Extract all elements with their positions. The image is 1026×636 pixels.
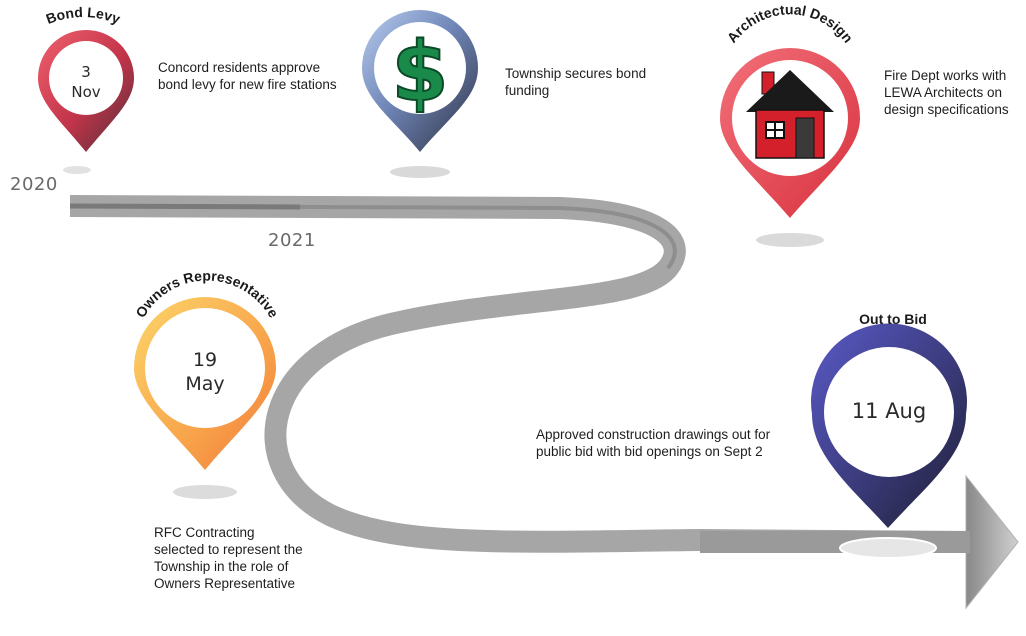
out-to-bid-date: 11 Aug	[851, 399, 927, 423]
pin-shadow	[63, 166, 91, 174]
bond-levy-title: Bond Levy	[44, 4, 123, 27]
owners-rep-month: May	[185, 373, 225, 395]
design-description: Fire Dept works with LEWA Architects on …	[884, 68, 1009, 117]
bond-levy-description: Concord residents approve bond levy for …	[158, 60, 337, 92]
architectural-design-title: Architectual Design	[724, 1, 857, 45]
bond-levy-month: Nov	[71, 83, 101, 101]
pin-out-to-bid	[811, 323, 967, 528]
owners-rep-day: 19	[192, 349, 218, 371]
house-icon	[746, 70, 834, 159]
pin-shadow	[839, 537, 937, 559]
timeline-arrow-head	[965, 474, 1019, 610]
bond-levy-date: 3 Nov	[56, 62, 116, 102]
pin-shadow	[173, 485, 237, 499]
pin-architectural-design	[720, 48, 860, 218]
pin-shadow	[756, 233, 824, 247]
out-to-bid-description: Approved construction drawings out for p…	[536, 427, 771, 459]
bond-levy-day: 3	[81, 63, 91, 81]
owners-rep-date: 19 May	[165, 348, 245, 396]
dollar-sign-icon: $	[391, 25, 448, 120]
pin-owners-representative	[134, 297, 276, 470]
year-2021-label: 2021	[268, 230, 316, 251]
owners-rep-description: RFC Contracting selected to represent th…	[154, 525, 303, 591]
year-2020-label: 2020	[10, 174, 58, 195]
pin-bond-levy	[38, 30, 134, 152]
funding-description: Township secures bond funding	[505, 66, 647, 98]
out-to-bid-title: Out to Bid	[859, 311, 927, 327]
pin-funding: $	[362, 10, 478, 152]
pin-shadow	[390, 166, 450, 178]
